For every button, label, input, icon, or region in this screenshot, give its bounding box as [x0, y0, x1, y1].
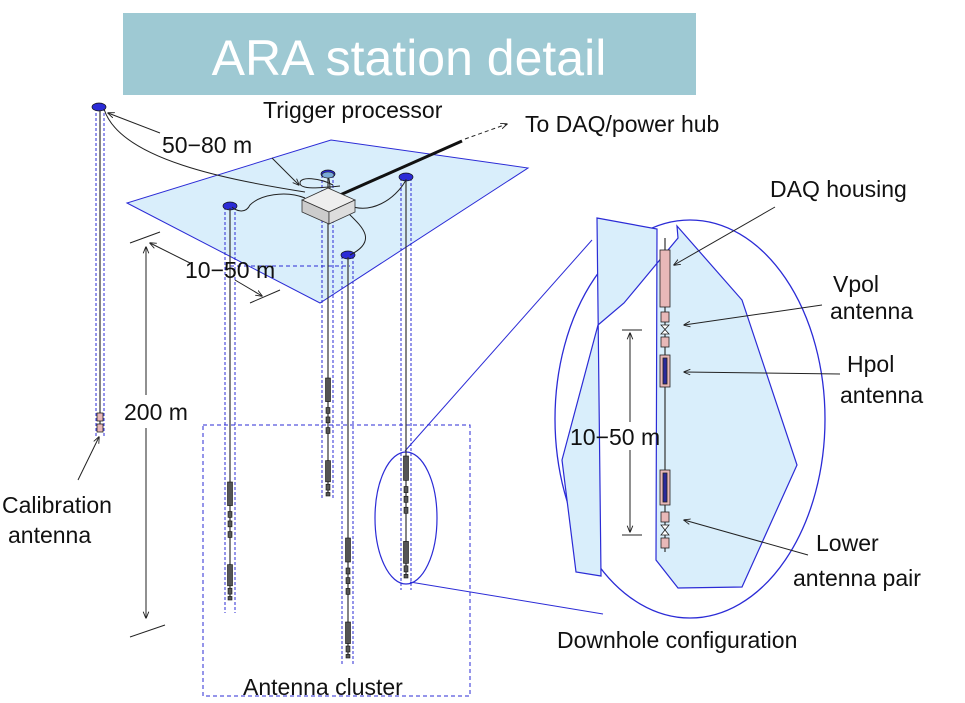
string-2-segment	[325, 407, 331, 414]
hole-top-calibration	[91, 102, 107, 112]
string-1-segment	[227, 511, 233, 518]
string-1-segment	[227, 564, 233, 587]
label-200: 200 m	[124, 399, 188, 425]
string-2-segment	[325, 427, 331, 434]
trigger-processor-box	[301, 187, 356, 225]
string-4-segment	[403, 495, 409, 503]
string-3-segment	[345, 621, 351, 644]
string-2-segment	[325, 460, 331, 483]
string-1-segment	[227, 520, 233, 528]
title-banner	[123, 13, 696, 95]
label-hpol-1: Hpol	[847, 351, 894, 377]
label-daq-hub: To DAQ/power hub	[525, 111, 719, 137]
cal-pointer	[77, 437, 99, 481]
dim-10-50	[150, 243, 191, 264]
string-3-segment	[345, 577, 351, 584]
borehole-1	[224, 207, 236, 613]
label-calibration-2: antenna	[8, 522, 91, 548]
pointer-hpol	[684, 372, 841, 374]
label-50-80: 50−80 m	[162, 132, 252, 158]
page-title: ARA station detail	[212, 30, 607, 86]
zoom-line-top	[404, 239, 593, 452]
string-3-segment	[345, 654, 351, 659]
string-2-segment	[325, 492, 331, 497]
string-3-segment	[345, 588, 351, 595]
string-1-segment	[227, 531, 233, 538]
string-3-segment	[345, 537, 351, 563]
label-trigger-processor: Trigger processor	[263, 97, 443, 123]
pointer-vpol	[684, 304, 823, 325]
string-1-segment	[227, 587, 233, 595]
string-4-segment	[403, 486, 409, 493]
string-4-segment	[403, 565, 409, 573]
label-vpol-1: Vpol	[833, 271, 879, 297]
label-hpol-2: antenna	[840, 382, 923, 408]
string-3-segment	[345, 645, 351, 653]
string-1-segment	[227, 596, 233, 601]
antenna-cluster-box	[202, 424, 471, 697]
label-lower-2: antenna pair	[793, 565, 921, 591]
string-2-segment	[325, 416, 331, 424]
borehole-2	[321, 175, 334, 500]
label-10-50-detail: 10−50 m	[570, 424, 660, 450]
daq-cable	[339, 139, 463, 197]
pointer-lower	[684, 520, 809, 556]
string-4-segment	[403, 506, 409, 514]
dim-50-80	[108, 113, 161, 134]
string-3-segment	[345, 567, 351, 575]
label-10-50-top: 10−50 m	[185, 257, 275, 283]
string-4-segment	[403, 574, 409, 579]
string-2-segment	[325, 377, 331, 402]
label-calibration-1: Calibration	[2, 492, 112, 518]
zoom-line-bottom	[409, 581, 604, 615]
label-vpol-2: antenna	[830, 298, 913, 324]
string-2-segment	[325, 483, 331, 491]
label-antenna-cluster: Antenna cluster	[243, 674, 403, 700]
string-4-segment	[403, 455, 409, 481]
borehole-4	[400, 178, 412, 590]
string-1-segment	[227, 481, 233, 506]
label-downhole: Downhole configuration	[557, 627, 797, 653]
string-4-segment	[403, 541, 409, 564]
pointer-daq-housing	[674, 206, 776, 265]
label-lower-1: Lower	[816, 530, 879, 556]
ice-cutaway	[561, 217, 798, 589]
calibration-antenna	[96, 412, 104, 433]
detail-string	[659, 249, 671, 549]
borehole-3	[341, 256, 354, 664]
label-daq-housing: DAQ housing	[770, 176, 907, 202]
